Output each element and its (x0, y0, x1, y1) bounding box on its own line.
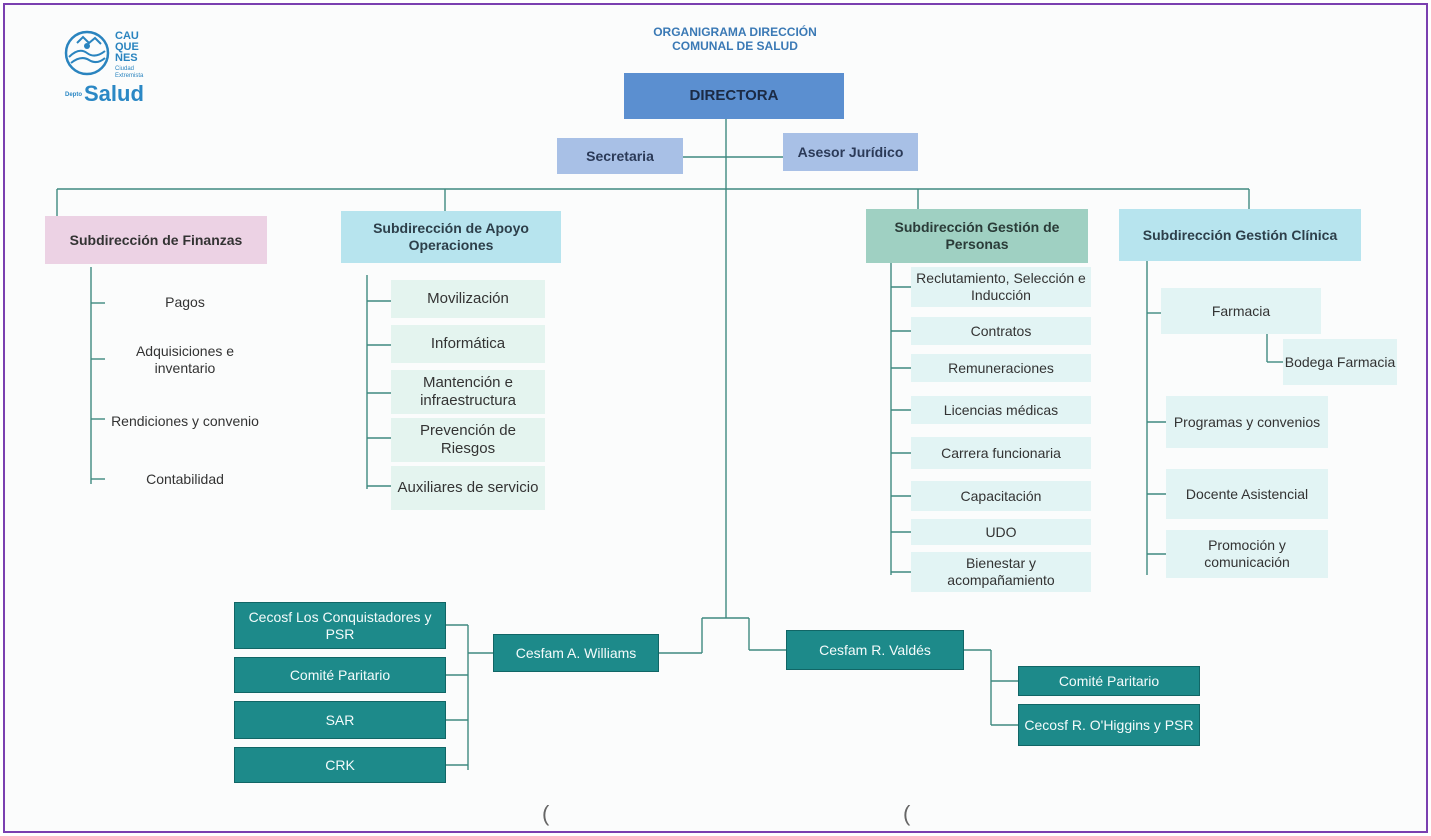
personas-item: Bienestar y acompañamiento (911, 552, 1091, 592)
apoyo-item: Informática (391, 325, 545, 363)
valdes-child: Cecosf R. O'Higgins y PSR (1018, 704, 1200, 746)
williams-child: SAR (234, 701, 446, 739)
logo-tagline: Ciudad Extremista (115, 66, 144, 79)
personas-item: UDO (911, 519, 1091, 545)
apoyo-item: Mantención e infraestructura (391, 370, 545, 414)
clinica-item: Programas y convenios (1166, 396, 1328, 448)
salud-logo: CAU QUE NES Ciudad Extremista DeptoSalud (51, 25, 161, 111)
logo-side-text: Depto (65, 92, 82, 99)
personas-item: Reclutamiento, Selección e Inducción (911, 267, 1091, 307)
connector-lines (56, 119, 1283, 770)
apoyo-item: Prevención de Riesgos (391, 418, 545, 462)
finanzas-item: Contabilidad (146, 470, 224, 487)
apoyo-item: Movilización (391, 280, 545, 318)
org-chart-frame: CAU QUE NES Ciudad Extremista DeptoSalud… (3, 3, 1428, 833)
finanzas-item: Adquisiciones e inventario (135, 343, 235, 376)
asesor-juridico-box: Asesor Jurídico (783, 133, 918, 171)
clinica-item: Docente Asistencial (1166, 469, 1328, 519)
clinica-item: Promoción y comunicación (1166, 530, 1328, 578)
director-box: DIRECTORA (624, 73, 844, 119)
cesfam-williams-box: Cesfam A. Williams (493, 634, 659, 672)
paren-mark: ( (903, 801, 911, 826)
personas-item: Capacitación (911, 481, 1091, 511)
chart-title: ORGANIGRAMA DIRECCIÓN COMUNAL DE SALUD (653, 25, 817, 54)
secretaria-box: Secretaria (557, 138, 683, 174)
williams-child: Cecosf Los Conquistadores y PSR (234, 602, 446, 649)
subdireccion-finanzas-box: Subdirección de Finanzas (45, 216, 267, 264)
cesfam-valdes-box: Cesfam R. Valdés (786, 630, 964, 670)
finanzas-item: Pagos (165, 293, 205, 310)
williams-child: Comité Paritario (234, 657, 446, 693)
personas-item: Licencias médicas (911, 396, 1091, 424)
landscape-emblem-icon (64, 30, 110, 76)
williams-child: CRK (234, 747, 446, 783)
logo-brand-text: CAU QUE NES (115, 30, 139, 64)
clinica-item: Farmacia (1161, 288, 1321, 334)
subdireccion-personas-box: Subdirección Gestión de Personas (866, 209, 1088, 263)
subdireccion-clinica-box: Subdirección Gestión Clínica (1119, 209, 1361, 261)
personas-item: Contratos (911, 317, 1091, 345)
paren-mark: ( (542, 801, 550, 826)
personas-item: Remuneraciones (911, 354, 1091, 382)
personas-item: Carrera funcionaria (911, 437, 1091, 469)
subdireccion-apoyo-box: Subdirección de Apoyo Operaciones (341, 211, 561, 263)
clinica-item: Bodega Farmacia (1283, 339, 1397, 385)
valdes-child: Comité Paritario (1018, 666, 1200, 696)
finanzas-item: Rendiciones y convenio (111, 412, 259, 429)
apoyo-item: Auxiliares de servicio (391, 466, 545, 510)
logo-salud-text: DeptoSalud (65, 81, 144, 106)
